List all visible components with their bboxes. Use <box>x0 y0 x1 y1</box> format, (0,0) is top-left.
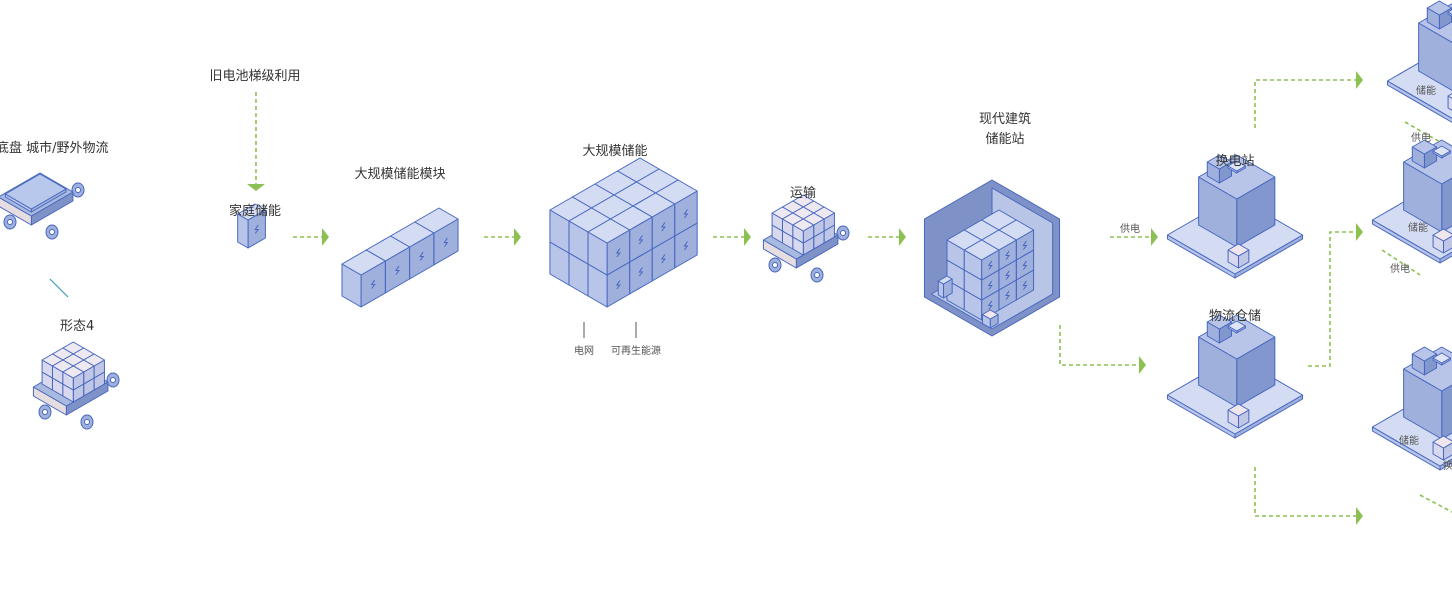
wheel-hub <box>75 187 81 193</box>
wheel-hub <box>814 272 820 278</box>
swap-station-storage-cube-top-face <box>1227 243 1250 257</box>
large-storage-label: 大规模储能 <box>582 144 647 159</box>
logistics-down-arrow <box>1254 467 1356 517</box>
right-scene-3-storage-cube-top-face <box>1432 435 1452 449</box>
swap-station-rooftop-unit-top-face <box>1206 154 1233 170</box>
logistics-label: 物流仓储 <box>1209 309 1261 324</box>
wheel-hub <box>49 229 55 235</box>
lightning-icon <box>443 237 449 247</box>
right-scene-3-rooftop-panel-top-face <box>1432 352 1451 364</box>
wheel-hub <box>840 230 846 236</box>
floor-cube-top-face <box>981 309 999 320</box>
lightning-icon <box>370 279 376 289</box>
wheel-hub <box>110 377 116 383</box>
module-label: 大规模储能模块 <box>354 167 445 182</box>
right-scene-1-rooftop-unit-top-face <box>1426 0 1452 16</box>
arrowhead-icon <box>1139 356 1146 374</box>
lightning-icon <box>1022 280 1028 290</box>
right-scene-1-building-left-face <box>1418 22 1452 91</box>
right-scene-1-storage-cube-left-face <box>1447 95 1452 111</box>
door-unit-top-face <box>937 275 953 285</box>
lightning-icon <box>987 300 993 310</box>
lightning-icon <box>1005 250 1011 260</box>
lightning-icon <box>1022 240 1028 250</box>
connector-line <box>49 278 69 298</box>
arrowhead-icon <box>514 228 521 246</box>
logistics-station-storage-cube-top-face <box>1227 403 1250 417</box>
swap-station-label: 换电站 <box>1215 154 1254 169</box>
cargo-box-top-face <box>792 218 815 232</box>
logistics-station-rooftop-panel-top-face <box>1227 320 1246 332</box>
arrowhead-icon <box>744 228 751 246</box>
right-scene-3-rooftop-unit-top-face <box>1411 346 1438 362</box>
supply-label: 供电 <box>1120 222 1140 235</box>
lightning-icon <box>1005 290 1011 300</box>
building-label-1: 现代建筑 <box>979 111 1031 127</box>
lightning-icon <box>638 267 644 277</box>
right-scene-1-rooftop-panel-top-face <box>1447 9 1452 15</box>
wheel-hub <box>42 409 48 415</box>
right-storage-label-3: 储能 <box>1399 434 1419 447</box>
lightning-icon <box>660 222 666 232</box>
right-scene-1-base-plate-left-face <box>1386 80 1452 123</box>
right-supply-label-1: 供电 <box>1411 131 1431 144</box>
right-scene-2-rooftop-unit-top-face <box>1411 139 1438 155</box>
lightning-icon <box>394 265 400 275</box>
lightning-icon <box>615 248 621 258</box>
right-swap-label: 换 <box>1443 459 1452 472</box>
battery-top-face <box>963 239 1000 261</box>
logistics-station-rooftop-unit-top-face <box>1206 314 1233 330</box>
arrowhead-icon <box>1356 223 1363 241</box>
arrowhead-icon <box>1356 71 1363 89</box>
swap-to-right-arrow <box>1254 79 1356 128</box>
illustrations <box>0 0 1452 471</box>
battery-reuse-label: 旧电池梯级利用 <box>209 69 300 84</box>
right-scene-2-storage-cube-top-face <box>1432 228 1452 242</box>
arrowhead-icon <box>1356 507 1363 525</box>
wheel-hub <box>84 419 90 425</box>
form4-label: 形态4 <box>60 319 94 334</box>
arrowhead-icon <box>1151 228 1158 246</box>
wheel-hub <box>7 219 13 225</box>
cargo-box-top-face <box>62 365 85 379</box>
right-supply-line <box>1381 249 1421 276</box>
arrowhead-icon <box>247 184 265 191</box>
cart-deck-top-face <box>4 173 67 210</box>
lightning-icon <box>1022 260 1028 270</box>
battery-top-face <box>341 249 386 276</box>
lightning-icon <box>419 251 425 261</box>
renewable-label: 可再生能源 <box>611 344 661 357</box>
lightning-icon <box>987 260 993 270</box>
lightning-icon <box>615 280 621 290</box>
right-supply-line <box>1419 494 1452 513</box>
lightning-icon <box>660 254 666 264</box>
lightning-icon <box>683 241 689 251</box>
right-supply-label-2: 供电 <box>1390 262 1410 275</box>
flow-arrows <box>247 71 1452 525</box>
transport-label: 运输 <box>790 185 816 201</box>
home-storage-label: 家庭储能 <box>229 203 281 219</box>
building-to-logistics-arrow <box>1059 325 1139 366</box>
arrowhead-icon <box>322 228 329 246</box>
building-label-2: 储能站 <box>985 132 1024 147</box>
lightning-icon <box>1005 270 1011 280</box>
lightning-icon <box>683 209 689 219</box>
grid-label: 电网 <box>574 344 594 357</box>
lightning-icon <box>638 235 644 245</box>
right-storage-label-1: 储能 <box>1416 84 1436 97</box>
lightning-icon <box>254 224 260 234</box>
wheel-hub <box>772 262 778 268</box>
right-storage-label-2: 储能 <box>1408 221 1428 234</box>
battery-top-face <box>237 203 266 221</box>
arrowhead-icon <box>899 228 906 246</box>
logistics-to-right-arrow <box>1308 231 1356 367</box>
right-scene-2-rooftop-panel-top-face <box>1432 145 1451 157</box>
battery-top-face <box>587 218 631 244</box>
lightning-icon <box>987 280 993 290</box>
chassis-label: 底盘 城市/野外物流 <box>0 140 109 156</box>
swap-station-rooftop-panel-top-face <box>1227 160 1246 172</box>
